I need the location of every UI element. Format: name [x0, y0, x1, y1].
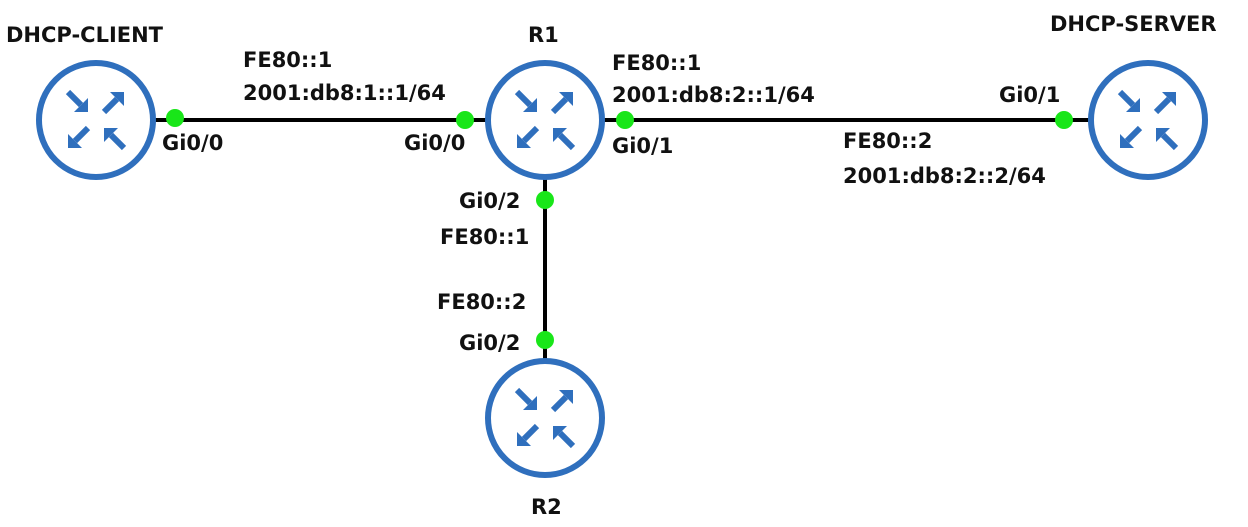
- ipv6-address-label-r1-gi0-0: 2001:db8:1::1/64: [243, 81, 446, 105]
- router-icon[interactable]: [1091, 63, 1205, 177]
- interface-label-r1-gi0-0: Gi0/0: [404, 131, 466, 155]
- interface-label-client-gi0-0: Gi0/0: [162, 131, 224, 155]
- interface-label-r1-gi0-1: Gi0/1: [612, 134, 674, 158]
- port-dot[interactable]: [456, 111, 474, 129]
- link-local-label-r1-gi0-2: FE80::1: [440, 225, 530, 249]
- port-dot[interactable]: [166, 109, 184, 127]
- link-local-label-r2-gi0-2: FE80::2: [437, 290, 527, 314]
- link-local-label-server-gi0-1: FE80::2: [843, 129, 933, 153]
- ipv6-address-label-server-gi0-1: 2001:db8:2::2/64: [843, 164, 1046, 188]
- interface-label-r2-gi0-2: Gi0/2: [459, 331, 521, 355]
- device-label-dhcp-server: DHCP-SERVER: [1050, 12, 1217, 36]
- link-local-label-r1-gi0-1: FE80::1: [612, 51, 702, 75]
- port-dot[interactable]: [1055, 111, 1073, 129]
- device-label-r2: R2: [531, 495, 562, 519]
- device-label-dhcp-client: DHCP-CLIENT: [6, 23, 164, 47]
- router-icon[interactable]: [488, 361, 602, 475]
- ipv6-address-label-r1-gi0-1: 2001:db8:2::1/64: [612, 83, 815, 107]
- interface-label-r1-gi0-2: Gi0/2: [459, 189, 521, 213]
- interface-label-server-gi0-1: Gi0/1: [999, 83, 1061, 107]
- port-dot[interactable]: [536, 191, 554, 209]
- device-label-r1: R1: [528, 23, 559, 47]
- port-dot[interactable]: [616, 111, 634, 129]
- link-local-label-r1-gi0-0: FE80::1: [243, 48, 333, 72]
- router-icon[interactable]: [488, 63, 602, 177]
- port-dot[interactable]: [536, 331, 554, 349]
- router-icon[interactable]: [39, 63, 153, 177]
